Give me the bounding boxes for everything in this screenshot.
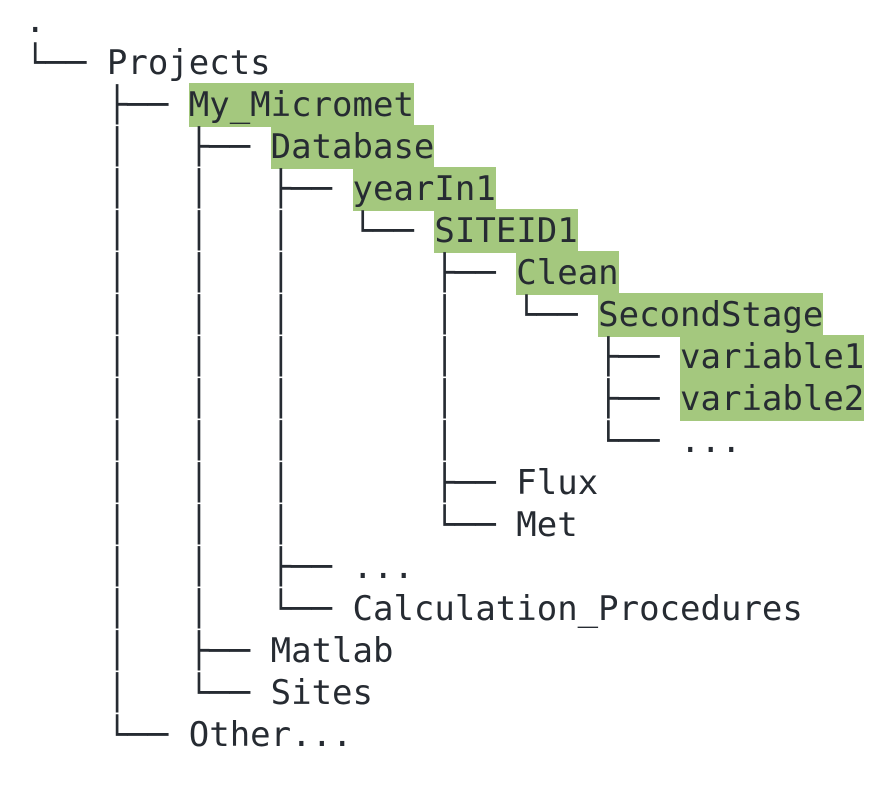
tree-row: │ │ ├── ... [25,546,884,588]
tree-row: │ │ │ │ ├── variable2 [25,377,884,421]
node-label: Flux [516,463,599,503]
tree-row: └── Projects [25,42,884,84]
tree-branch-prefix: │ │ │ ├── [25,463,517,503]
node-label: Projects [106,43,271,83]
node-label: Other... [188,715,353,755]
tree-branch-prefix: │ │ │ │ ├── [25,379,681,419]
node-label: ... [352,547,414,587]
tree-row: └── Other... [25,714,884,756]
tree-row: │ │ └── Calculation_Procedures [25,588,884,630]
tree-row: │ │ │ │ ├── variable1 [25,335,884,379]
tree-row: │ ├── Matlab [25,630,884,672]
tree-branch-prefix: ├── [25,85,189,125]
tree-branch-prefix: │ ├── [25,127,271,167]
tree-branch-prefix: │ │ │ ├── [25,253,517,293]
node-label: My_Micromet [188,83,414,127]
tree-branch-prefix: └── [25,715,189,755]
tree-row: │ │ │ └── Met [25,504,884,546]
tree-branch-prefix: │ │ │ │ └── [25,421,681,461]
tree-branch-prefix: │ └── [25,673,271,713]
tree-row: │ └── Sites [25,672,884,714]
node-label: Database [270,125,435,169]
tree-branch-prefix: │ │ │ └── [25,505,517,545]
node-label: Clean [516,251,619,295]
node-label: SITEID1 [434,209,578,253]
node-label: variable2 [680,377,865,421]
directory-tree: . └── Projects ├── My_Micromet │ ├── Dat… [25,0,884,756]
tree-branch-prefix: │ │ │ │ └── [25,295,599,335]
node-label: Sites [270,673,373,713]
tree-row: │ ├── Database [25,125,884,169]
tree-branch-prefix: │ │ │ └── [25,211,435,251]
node-label: . [25,1,46,41]
tree-branch-prefix: └── [25,43,107,83]
tree-row: │ │ ├── yearIn1 [25,167,884,211]
tree-row: . [25,0,884,42]
tree-branch-prefix: │ │ │ │ ├── [25,337,681,377]
node-label: variable1 [680,335,865,379]
node-label: Calculation_Procedures [352,589,803,629]
node-label: SecondStage [598,293,824,337]
tree-branch-prefix: │ │ ├── [25,547,353,587]
node-label: yearIn1 [352,167,496,211]
tree-row: │ │ │ │ └── ... [25,420,884,462]
tree-branch-prefix: │ │ └── [25,589,353,629]
tree-row: │ │ │ ├── Clean [25,251,884,295]
tree-row: ├── My_Micromet [25,83,884,127]
tree-row: │ │ │ │ └── SecondStage [25,293,884,337]
tree-row: │ │ │ └── SITEID1 [25,209,884,253]
tree-row: │ │ │ ├── Flux [25,462,884,504]
node-label: Met [516,505,578,545]
node-label: Matlab [270,631,394,671]
tree-branch-prefix: │ ├── [25,631,271,671]
node-label: ... [680,421,742,461]
tree-branch-prefix: │ │ ├── [25,169,353,209]
